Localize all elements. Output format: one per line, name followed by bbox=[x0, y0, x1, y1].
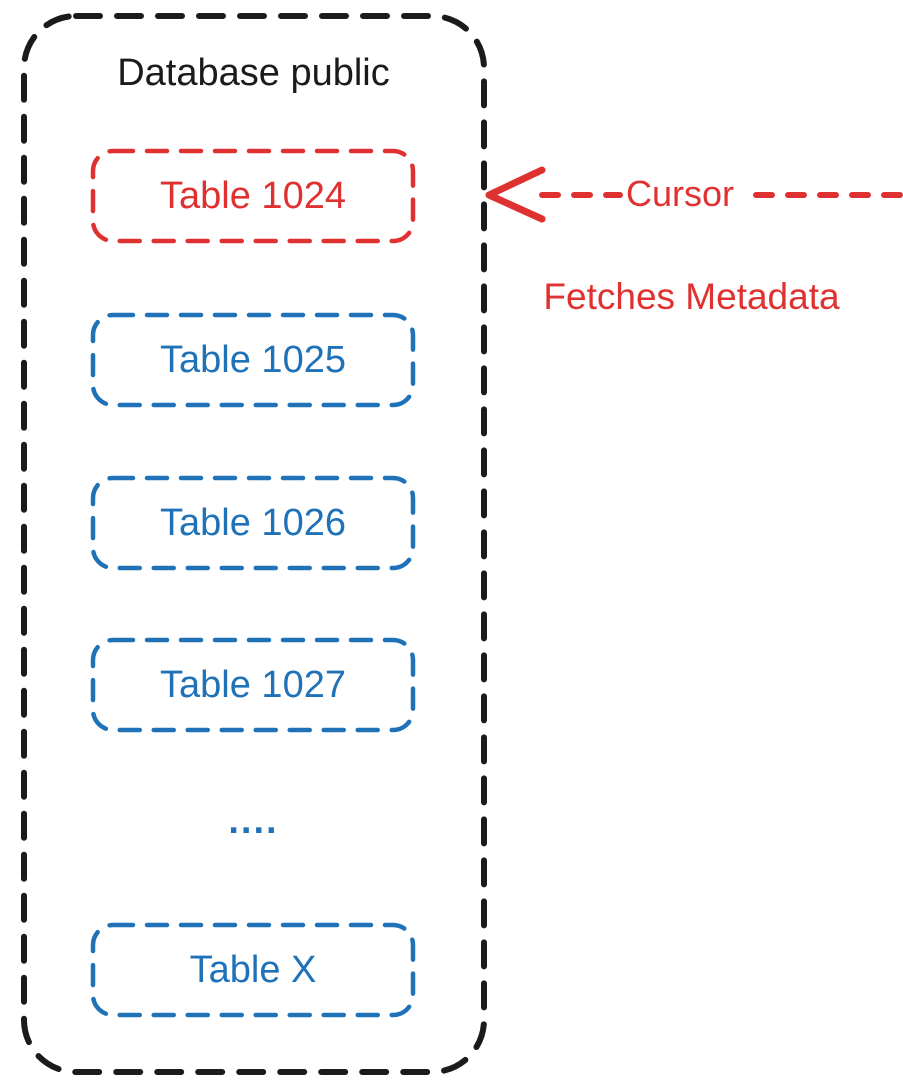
table-box-1027: Table 1027 bbox=[90, 637, 416, 733]
dashed-border-icon bbox=[90, 312, 416, 408]
table-label: Table X bbox=[189, 948, 317, 991]
table-label: Table 1026 bbox=[160, 501, 346, 544]
dashed-border-icon bbox=[90, 148, 416, 244]
table-label: Table 1027 bbox=[160, 663, 346, 706]
database-title: Database public bbox=[117, 52, 390, 94]
dashed-border-icon bbox=[90, 637, 416, 733]
dashed-border-icon bbox=[90, 475, 416, 571]
table-box-1024: Table 1024 bbox=[90, 148, 416, 244]
fetches-metadata-caption: Fetches Metadata bbox=[543, 276, 840, 317]
table-box-1026: Table 1026 bbox=[90, 475, 416, 571]
dashed-border-icon bbox=[90, 922, 416, 1018]
table-label: Table 1025 bbox=[160, 338, 346, 381]
cursor-label: Cursor bbox=[625, 173, 735, 214]
table-box-x: Table X bbox=[90, 922, 416, 1018]
table-label: Table 1024 bbox=[160, 174, 346, 217]
more-tables-ellipsis: .... bbox=[228, 800, 279, 842]
table-box-1025: Table 1025 bbox=[90, 312, 416, 408]
